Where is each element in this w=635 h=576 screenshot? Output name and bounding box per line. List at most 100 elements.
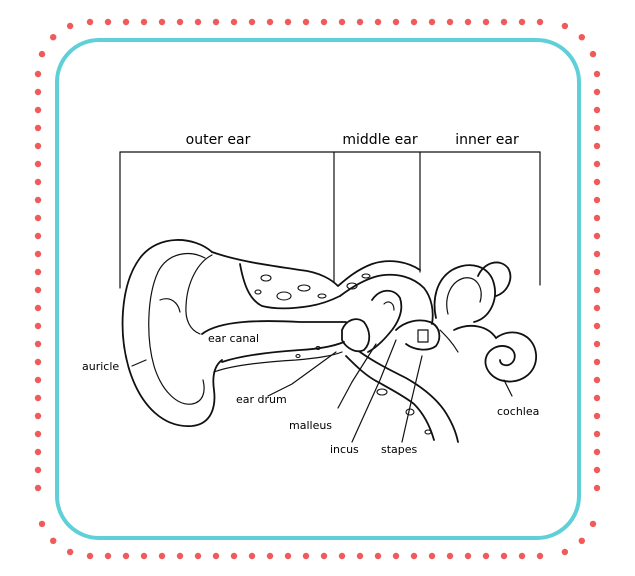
- frame-dot: [446, 552, 454, 560]
- cochlea-label: cochlea: [497, 405, 539, 418]
- frame-dot: [34, 376, 42, 384]
- frame-dot: [66, 22, 74, 30]
- frame-dot: [266, 552, 274, 560]
- frame-dot: [464, 552, 472, 560]
- frame-dot: [284, 552, 292, 560]
- frame-dot: [392, 18, 400, 26]
- frame-dot: [50, 537, 57, 544]
- frame-dot: [593, 106, 601, 114]
- frame-dot: [374, 552, 382, 560]
- frame-dot: [320, 552, 328, 560]
- frame-dot: [536, 552, 544, 560]
- frame-dot: [593, 340, 601, 348]
- frame-dot: [428, 18, 436, 26]
- frame-dot: [338, 552, 346, 560]
- incus-label: incus: [330, 443, 359, 456]
- frame-dot: [34, 412, 42, 420]
- frame-dot: [482, 552, 490, 560]
- frame-dot: [34, 304, 42, 312]
- frame-dot: [446, 18, 454, 26]
- inner-ear-label: inner ear: [455, 132, 519, 148]
- frame-dot: [593, 268, 601, 276]
- frame-dot: [561, 22, 569, 30]
- frame-dot: [392, 552, 400, 560]
- frame-dot: [34, 394, 42, 402]
- frame-dot: [338, 18, 346, 26]
- frame-dot: [356, 552, 364, 560]
- rounded-border: [55, 38, 581, 540]
- frame-dot: [194, 552, 202, 560]
- frame-dot: [482, 18, 490, 26]
- frame-dot: [593, 358, 601, 366]
- frame-dot: [66, 548, 74, 556]
- frame-dot: [38, 50, 46, 58]
- frame-dot: [140, 18, 148, 26]
- frame-dot: [34, 322, 42, 330]
- frame-dot: [593, 448, 601, 456]
- frame-dot: [593, 466, 601, 474]
- frame-dot: [593, 160, 601, 168]
- frame-dot: [593, 250, 601, 258]
- frame-dot: [593, 232, 601, 240]
- frame-dot: [593, 304, 601, 312]
- frame-dot: [593, 376, 601, 384]
- frame-dot: [593, 178, 601, 186]
- frame-dot: [122, 18, 130, 26]
- frame-dot: [38, 520, 46, 528]
- frame-dot: [86, 18, 94, 26]
- frame-dot: [176, 552, 184, 560]
- middle-ear-label: middle ear: [342, 132, 417, 148]
- frame-dot: [34, 160, 42, 168]
- frame-dot: [589, 520, 597, 528]
- frame-dot: [34, 214, 42, 222]
- frame-dot: [34, 358, 42, 366]
- frame-dot: [593, 142, 601, 150]
- frame-dot: [593, 322, 601, 330]
- frame-dot: [593, 430, 601, 438]
- frame-dot: [158, 552, 166, 560]
- frame-dot: [34, 70, 42, 78]
- frame-dot: [104, 18, 112, 26]
- frame-dot: [593, 286, 601, 294]
- frame-dot: [410, 552, 418, 560]
- bone-drawing: [239, 263, 459, 443]
- frame-dot: [230, 552, 238, 560]
- frame-dot: [34, 88, 42, 96]
- frame-dot: [212, 18, 220, 26]
- frame-dot: [176, 18, 184, 26]
- frame-dot: [34, 142, 42, 150]
- inner-ear-drawing: [433, 261, 537, 383]
- frame-dot: [104, 552, 112, 560]
- frame-dot: [518, 552, 526, 560]
- frame-dot: [34, 250, 42, 258]
- ossicles-drawing: [341, 289, 441, 353]
- frame-dot: [34, 124, 42, 132]
- frame-dot: [248, 18, 256, 26]
- frame-dot: [593, 412, 601, 420]
- frame-dot: [593, 124, 601, 132]
- frame-dot: [428, 552, 436, 560]
- frame-dot: [86, 552, 94, 560]
- frame-dot: [593, 88, 601, 96]
- ear-canal-drawing: [201, 251, 421, 373]
- frame-dot: [34, 448, 42, 456]
- frame-dot: [578, 537, 585, 544]
- frame-dot: [284, 18, 292, 26]
- frame-dot: [158, 18, 166, 26]
- frame-dot: [302, 552, 310, 560]
- frame-dot: [464, 18, 472, 26]
- frame-dot: [34, 430, 42, 438]
- frame-dot: [500, 18, 508, 26]
- frame-dot: [34, 268, 42, 276]
- auricle-drawing: [121, 239, 223, 427]
- outer-ear-label: outer ear: [186, 132, 251, 148]
- leader-lines: [131, 339, 513, 443]
- frame-dot: [320, 18, 328, 26]
- frame-dot: [500, 552, 508, 560]
- frame-dot: [536, 18, 544, 26]
- dotted-frame: [34, 18, 601, 560]
- frame-dot: [34, 232, 42, 240]
- frame-dot: [593, 394, 601, 402]
- frame-dot: [518, 18, 526, 26]
